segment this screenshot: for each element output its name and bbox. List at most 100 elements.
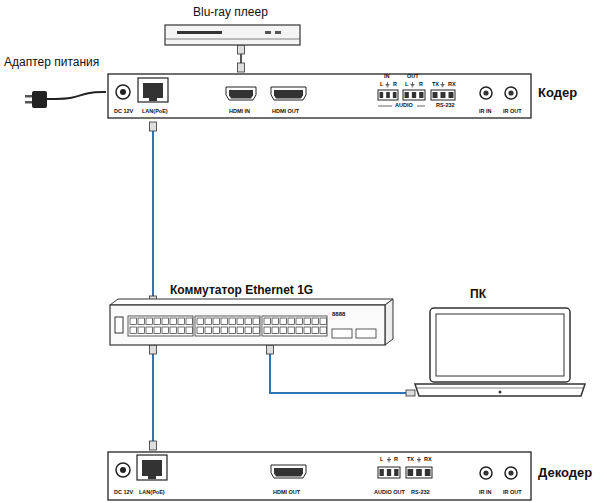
port-label: LAN(PoE) xyxy=(139,490,165,496)
terminal-slot xyxy=(394,469,398,476)
switch-port xyxy=(245,318,252,325)
port-block xyxy=(195,316,260,336)
device-label: Коммутатор Ethernet 1G xyxy=(170,284,313,296)
switch-port xyxy=(253,327,260,334)
port-label: R xyxy=(419,82,423,88)
terminal-slot xyxy=(380,92,384,98)
switch-port xyxy=(312,318,319,325)
ground-symbol xyxy=(411,82,415,87)
port-label: RS-232 xyxy=(436,103,455,109)
port-label: OUT xyxy=(407,74,419,80)
switch-port xyxy=(296,318,303,325)
sfp-port xyxy=(332,329,352,338)
disc-tray xyxy=(177,31,222,34)
terminal-block xyxy=(403,90,425,100)
port-label: RX xyxy=(448,82,456,88)
switch-top-face xyxy=(110,299,393,305)
ir-jack xyxy=(480,467,492,479)
lan-socket xyxy=(142,460,162,476)
laptop-base xyxy=(415,384,585,396)
ir-jack-hole xyxy=(483,470,488,475)
cable-plug xyxy=(150,122,157,131)
adapter-body xyxy=(32,91,47,108)
player-button xyxy=(275,31,281,34)
hdmi-port xyxy=(271,465,306,478)
switch-port xyxy=(221,327,228,334)
hdmi-port-inner xyxy=(274,90,303,98)
ground-symbol xyxy=(386,82,390,87)
cable xyxy=(52,92,106,99)
terminal-slot xyxy=(408,469,414,476)
terminal-slot xyxy=(433,92,438,98)
player-body xyxy=(165,25,300,45)
audio-bracket xyxy=(417,106,425,107)
port-label: TX xyxy=(407,457,414,463)
switch-port xyxy=(304,318,311,325)
adapter-prong xyxy=(25,101,32,104)
switch-port xyxy=(197,318,204,325)
ir-jack xyxy=(505,467,517,479)
switch-port xyxy=(162,318,169,325)
switch-port xyxy=(138,318,145,325)
port-label: DC 12V xyxy=(114,109,133,115)
switch-port xyxy=(205,327,212,334)
device-label: Адаптер питания xyxy=(4,56,99,68)
laptop-screen xyxy=(436,314,564,376)
cable-plug xyxy=(406,390,415,396)
cable-plug xyxy=(238,63,245,72)
dc-jack xyxy=(116,85,130,99)
switch-port xyxy=(288,327,295,334)
switch-port xyxy=(264,327,271,334)
terminal-block xyxy=(406,467,432,478)
ir-jack xyxy=(505,87,517,99)
ir-jack-hole xyxy=(508,90,513,95)
device-label: Кодер xyxy=(538,86,577,99)
switch-port xyxy=(320,327,327,334)
laptop-pc-drawing xyxy=(415,308,585,400)
hdmi-port-inner xyxy=(229,90,253,98)
encoder-housing xyxy=(108,74,531,118)
switch-port xyxy=(146,327,153,334)
laptop-led xyxy=(499,391,502,394)
decoder-housing xyxy=(108,452,531,500)
port-label: L xyxy=(405,82,408,88)
ir-jack-hole xyxy=(508,470,513,475)
power-adapter-drawing xyxy=(30,88,52,110)
switch-port xyxy=(130,318,137,325)
port-label: L xyxy=(380,457,383,463)
terminal-block xyxy=(378,467,400,478)
adapter-prong xyxy=(25,95,32,98)
port-block xyxy=(262,316,327,336)
switch-port xyxy=(253,318,260,325)
switch-port xyxy=(186,318,193,325)
ground-symbol xyxy=(441,82,445,87)
terminal-slot xyxy=(419,92,423,98)
terminal-slot xyxy=(405,92,409,98)
port-label: HDMI OUT xyxy=(272,109,299,115)
switch-body xyxy=(110,305,385,345)
switch-port xyxy=(245,327,252,334)
ground-symbol xyxy=(387,457,391,462)
port-label: AUDIO xyxy=(395,103,413,109)
switch-port xyxy=(154,318,161,325)
terminal-slot xyxy=(425,469,431,476)
port-label: DC 12V xyxy=(114,490,133,496)
sfp-port xyxy=(356,329,376,338)
power-adapter: Адаптер питания xyxy=(30,88,52,110)
switch-port xyxy=(237,318,244,325)
player-button xyxy=(265,31,271,34)
ethernet-switch-shapes xyxy=(110,299,393,345)
switch-port xyxy=(280,327,287,334)
hdmi-port xyxy=(226,87,256,100)
port-label: LAN(PoE) xyxy=(142,109,168,115)
switch-port xyxy=(178,327,185,334)
terminal-slot xyxy=(441,92,446,98)
bluray-player-drawing xyxy=(165,25,300,45)
dc-jack-pin xyxy=(120,467,126,473)
switch-port xyxy=(130,327,137,334)
ir-jack-hole xyxy=(483,90,488,95)
switch-port xyxy=(138,327,145,334)
terminal-slot xyxy=(449,92,454,98)
switch-port xyxy=(154,327,161,334)
